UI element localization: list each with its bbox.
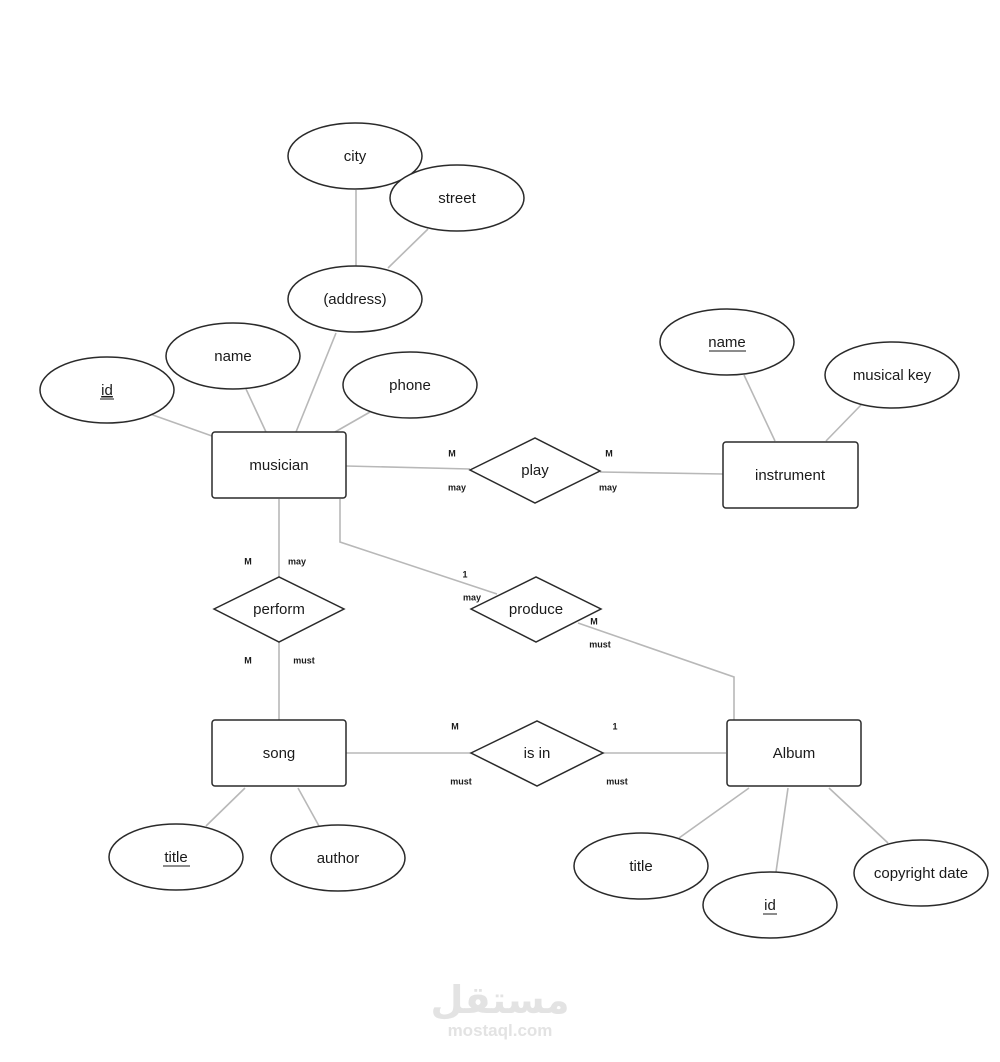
svg-text:mostaql.com: mostaql.com	[448, 1021, 553, 1040]
produce-left-min: may	[463, 592, 481, 602]
svg-text:is in: is in	[524, 745, 551, 762]
perform-bottom-max: M	[244, 655, 252, 665]
connectors	[149, 190, 889, 873]
relationship-play[interactable]: play	[468, 437, 602, 504]
svg-text:copyright date: copyright date	[874, 865, 968, 882]
relationship-produce[interactable]: produce	[469, 576, 603, 643]
entity-musician[interactable]: musician	[211, 431, 347, 499]
svg-text:id: id	[101, 382, 113, 399]
relationship-perform[interactable]: perform	[212, 576, 346, 643]
produce-right-max: M	[590, 616, 598, 626]
attr-musician-address: (address)	[287, 265, 423, 333]
svg-text:title: title	[164, 849, 187, 866]
svg-text:name: name	[708, 334, 746, 351]
entity-album[interactable]: Album	[726, 719, 862, 787]
isin-right-max: 1	[612, 721, 617, 731]
attr-song-author: author	[270, 824, 406, 892]
isin-right-min: must	[606, 776, 628, 786]
play-right-min: may	[599, 482, 617, 492]
svg-text:play: play	[521, 462, 549, 479]
play-left-max: M	[448, 448, 456, 458]
produce-right-min: must	[589, 639, 611, 649]
svg-text:city: city	[344, 148, 367, 165]
svg-text:song: song	[263, 745, 296, 762]
attr-instrument-musical-key: musical key	[824, 341, 960, 409]
svg-text:name: name	[214, 348, 252, 365]
svg-text:musical key: musical key	[853, 367, 932, 384]
svg-text:Album: Album	[773, 745, 816, 762]
svg-text:musician: musician	[249, 457, 308, 474]
svg-text:phone: phone	[389, 377, 431, 394]
svg-text:street: street	[438, 190, 476, 207]
attr-album-copyright-date: copyright date	[853, 839, 989, 907]
attr-musician-id-key: id	[39, 356, 175, 424]
attr-instrument-name-key: name	[659, 308, 795, 376]
svg-text:مستقل: مستقل	[431, 980, 570, 1022]
svg-text:perform: perform	[253, 601, 305, 618]
svg-text:instrument: instrument	[755, 467, 826, 484]
attr-musician-city: city	[287, 122, 423, 190]
play-right-max: M	[605, 448, 613, 458]
play-left-min: may	[448, 482, 466, 492]
svg-text:id: id	[764, 897, 776, 914]
perform-bottom-min: must	[293, 655, 315, 665]
svg-text:(address): (address)	[323, 291, 386, 308]
isin-left-min: must	[450, 776, 472, 786]
relationship-is-in[interactable]: is in	[469, 720, 605, 787]
attr-album-title: title	[573, 832, 709, 900]
attr-song-title-key: title	[108, 823, 244, 891]
watermark: مستقل mostaql.com	[431, 980, 570, 1040]
svg-text:produce: produce	[509, 601, 563, 618]
perform-top-min: may	[288, 556, 306, 566]
entity-song[interactable]: song	[211, 719, 347, 787]
attr-album-id-key: id	[702, 871, 838, 939]
attr-musician-phone: phone	[342, 351, 478, 419]
attr-musician-street: street	[389, 164, 525, 232]
svg-text:title: title	[629, 858, 652, 875]
attr-musician-name: name	[165, 322, 301, 390]
entity-instrument[interactable]: instrument	[722, 441, 859, 509]
svg-text:author: author	[317, 850, 360, 867]
isin-left-max: M	[451, 721, 459, 731]
produce-left-max: 1	[462, 569, 467, 579]
perform-top-max: M	[244, 556, 252, 566]
